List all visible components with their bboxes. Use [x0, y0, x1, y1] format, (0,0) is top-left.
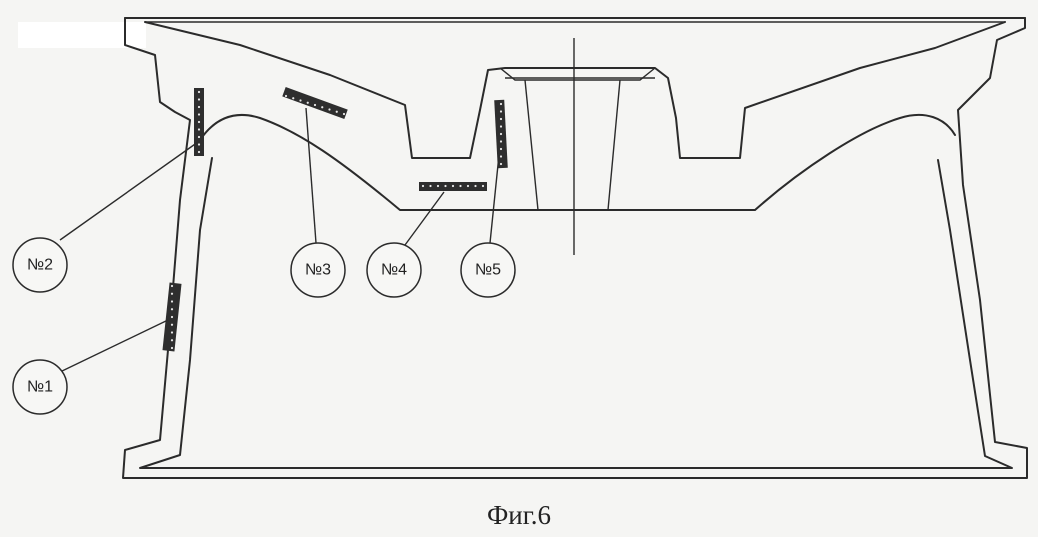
disc-upper-contour	[145, 22, 1005, 158]
gauge-dot	[500, 148, 502, 150]
callout-n4-label: №4	[381, 262, 407, 279]
gauge-dot	[198, 128, 200, 130]
gauge-dot	[482, 185, 484, 187]
gauge-dot	[299, 99, 301, 101]
gauge-dot	[459, 185, 461, 187]
gauge-dot	[171, 285, 173, 287]
gauge-dot	[171, 347, 173, 349]
leader-n1	[60, 320, 168, 372]
gauge-dot	[500, 155, 502, 157]
gauge-dot	[198, 113, 200, 115]
gauge-dot	[198, 106, 200, 108]
gauge-dot	[500, 125, 502, 127]
callout-n5-label: №5	[475, 262, 501, 279]
callout-n1: №1	[13, 360, 67, 414]
hub-bore-left	[525, 80, 538, 210]
gauge-dot	[500, 140, 502, 142]
figure-caption: Фиг.6	[0, 500, 1038, 531]
gauge-dot	[198, 91, 200, 93]
gauge-dot	[452, 185, 454, 187]
gauge-3	[282, 87, 347, 119]
gauge-dot	[171, 293, 173, 295]
gauge-dot	[328, 108, 330, 110]
gauge-dot	[171, 324, 173, 326]
gauge-dot	[343, 113, 345, 115]
gauge-dot	[292, 97, 294, 99]
gauge-dot	[198, 136, 200, 138]
gauge-dot	[500, 103, 502, 105]
gauge-dot	[500, 163, 502, 165]
leader-n3	[306, 108, 316, 243]
gauge-dot	[171, 331, 173, 333]
gauge-dot	[285, 95, 287, 97]
gauge-dot	[198, 121, 200, 123]
gauge-dot	[500, 133, 502, 135]
gauge-dot	[198, 151, 200, 153]
gauge-dot-pattern	[171, 91, 502, 349]
gauge-dot	[474, 185, 476, 187]
gauge-dot	[198, 98, 200, 100]
gauge-dot	[429, 185, 431, 187]
gauge-dot	[198, 143, 200, 145]
disc-lower-contour	[200, 115, 955, 210]
gauge-dot	[467, 185, 469, 187]
gauge-dot	[336, 111, 338, 113]
gauge-dot	[500, 110, 502, 112]
rim-inner-wall-left	[140, 158, 1012, 468]
leader-n5	[490, 155, 499, 243]
gauge-dot	[171, 316, 173, 318]
gauge-dot	[171, 300, 173, 302]
gauge-dot	[171, 308, 173, 310]
gauge-dot	[171, 339, 173, 341]
hub-bore-right	[608, 80, 620, 210]
gauge-dot	[444, 185, 446, 187]
callout-n3-label: №3	[305, 262, 331, 279]
leader-n4	[405, 192, 444, 245]
gauge-dot	[314, 104, 316, 106]
callout-n2: №2	[13, 238, 67, 292]
callout-n5: №5	[461, 243, 515, 297]
gauge-dot	[321, 106, 323, 108]
gauge-dot	[307, 102, 309, 104]
callout-n4: №4	[367, 243, 421, 297]
callout-n2-label: №2	[27, 257, 53, 274]
gauge-dot	[422, 185, 424, 187]
callout-n3: №3	[291, 243, 345, 297]
gauge-dot	[500, 118, 502, 120]
rim-outer-contour	[123, 18, 1027, 478]
gauge-dot	[437, 185, 439, 187]
callout-n1-label: №1	[27, 379, 53, 396]
